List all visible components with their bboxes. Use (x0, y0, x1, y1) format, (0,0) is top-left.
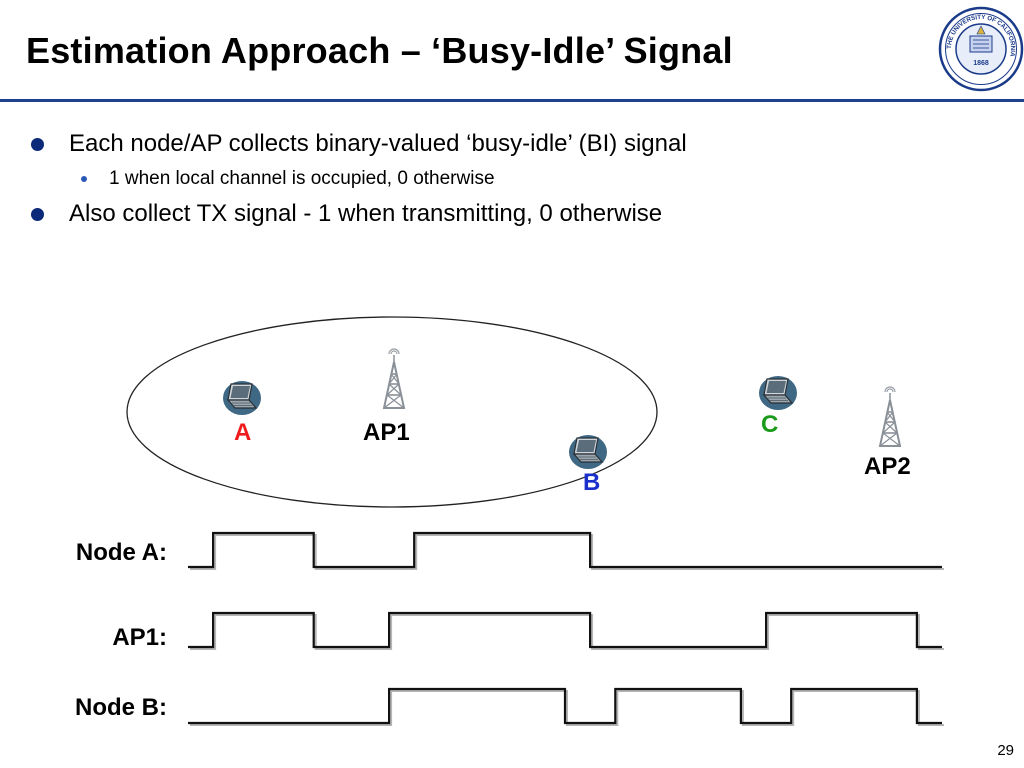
sub-bullet-1: 1 when local channel is occupied, 0 othe… (81, 168, 495, 190)
signal-label-ap1: AP1: (112, 624, 167, 651)
laptop-icon (568, 434, 608, 470)
node-label-b: B (583, 469, 600, 496)
waveform-node-b-shadow (190, 690, 944, 726)
node-label-ap1: AP1 (363, 419, 410, 446)
bullet-dot-icon (31, 207, 44, 221)
signal-label-node-a: Node A: (76, 539, 167, 566)
laptop-icon (758, 375, 798, 411)
page-number: 29 (997, 742, 1014, 759)
waveform-ap1 (188, 611, 942, 649)
uc-seal-icon: THE UNIVERSITY OF CALIFORNIA 1868 (938, 6, 1024, 92)
bullet-dot-icon (31, 137, 44, 151)
bullet-1: Each node/AP collects binary-valued ‘bus… (31, 130, 687, 158)
seal-year: 1868 (973, 60, 989, 67)
waveform-node-b (188, 687, 942, 725)
slide-title: Estimation Approach – ‘Busy-Idle’ Signal (26, 30, 733, 71)
bullet-2-text: Also collect TX signal - 1 when transmit… (69, 200, 663, 227)
sub-bullet-1-text: 1 when local channel is occupied, 0 othe… (109, 168, 495, 189)
ap1-coverage-ellipse (126, 316, 658, 508)
bullet-1-text: Each node/AP collects binary-valued ‘bus… (69, 130, 687, 157)
antenna-tower-icon (383, 348, 405, 409)
node-label-c: C (761, 411, 778, 438)
waveform-node-a (188, 531, 942, 569)
node-label-a: A (234, 419, 251, 446)
bullet-2: Also collect TX signal - 1 when transmit… (31, 200, 662, 228)
waveform-ap1-shadow (190, 614, 944, 650)
sub-bullet-dot-icon (81, 176, 87, 182)
signal-label-node-b: Node B: (75, 694, 167, 721)
title-divider (0, 99, 1024, 102)
node-label-ap2: AP2 (864, 453, 911, 480)
antenna-tower-icon (879, 386, 901, 447)
waveform-node-a-shadow (190, 534, 944, 570)
laptop-icon (222, 380, 262, 416)
